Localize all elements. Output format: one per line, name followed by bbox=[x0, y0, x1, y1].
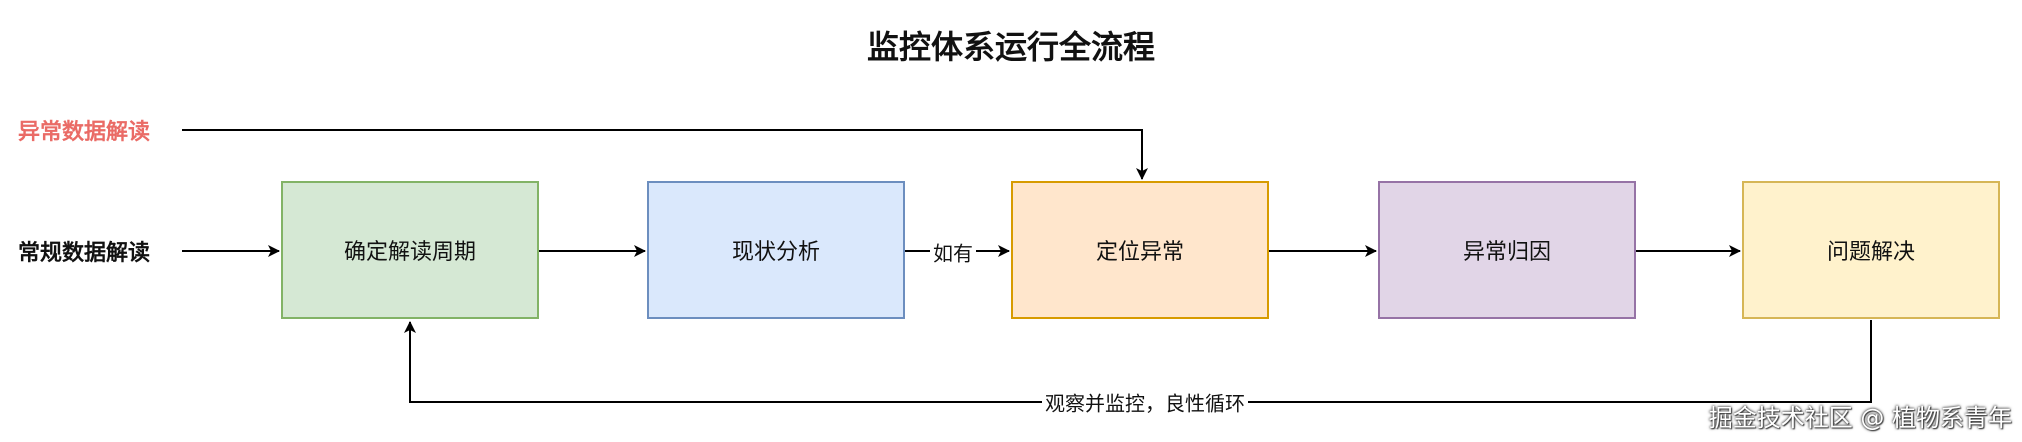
node-locate-anomaly: 定位异常 bbox=[1011, 181, 1269, 319]
abnormal-data-label: 异常数据解读 bbox=[18, 120, 151, 145]
node-determine-cycle: 确定解读周期 bbox=[281, 181, 539, 319]
watermark: 掘金技术社区 @ 植物系青年 bbox=[1708, 404, 2012, 432]
routine-data-label: 常规数据解读 bbox=[18, 241, 151, 266]
node-status-analysis: 现状分析 bbox=[647, 181, 905, 319]
edge-label-if-any: 如有 bbox=[930, 237, 976, 267]
node-problem-solving: 问题解决 bbox=[1742, 181, 2000, 319]
edge-abnormal-to-locate bbox=[182, 129, 1148, 180]
edge-label-loop: 观察并监控，良性循环 bbox=[1042, 387, 1248, 417]
diagram-title: 监控体系运行全流程 bbox=[866, 28, 1155, 66]
node-anomaly-attribution: 异常归因 bbox=[1378, 181, 1636, 319]
